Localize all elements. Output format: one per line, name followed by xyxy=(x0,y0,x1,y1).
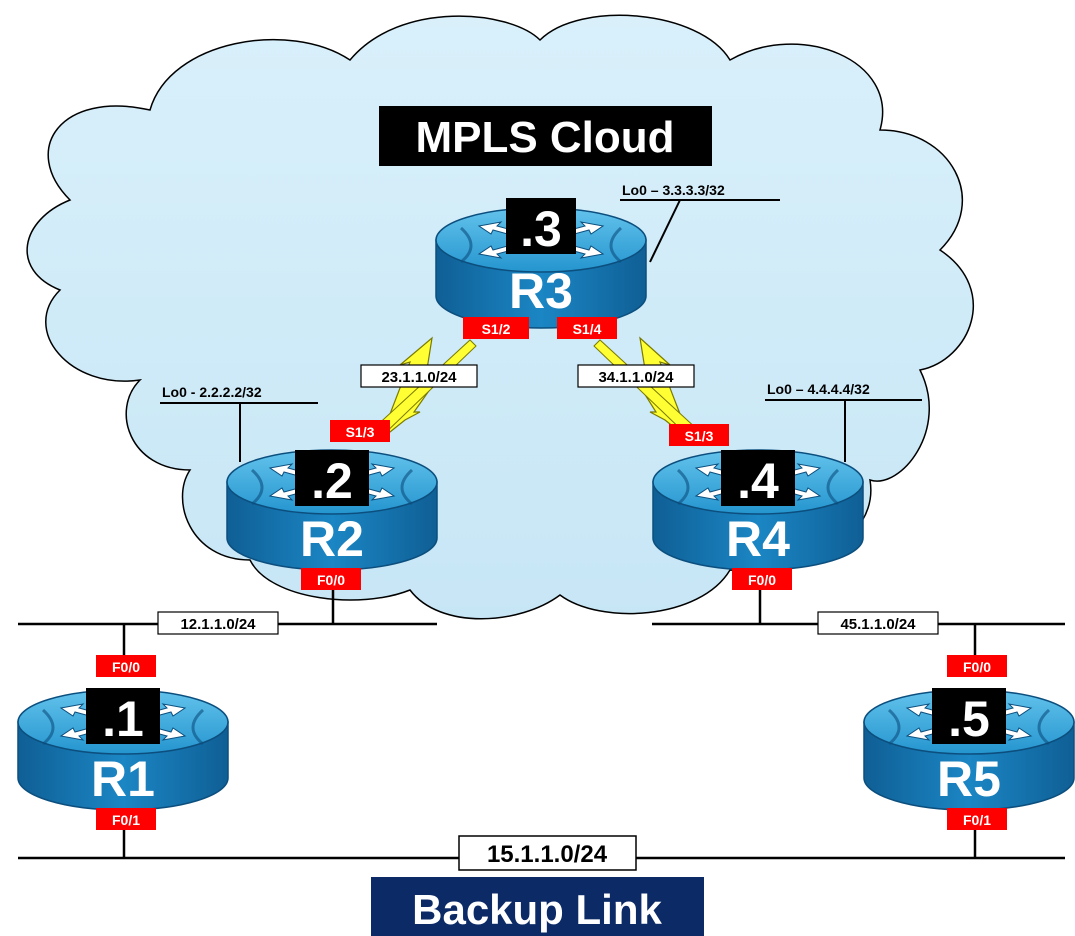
loopback-r4-label: Lo0 – 4.4.4.4/32 xyxy=(767,381,870,397)
subnet-45-label: 45.1.1.0/24 xyxy=(840,616,916,633)
page-title: MPLS Cloud xyxy=(415,113,674,162)
port-labels xyxy=(96,317,1007,830)
router-r1-name: R1 xyxy=(91,751,155,807)
subnet-labels xyxy=(157,364,939,871)
router-r5[interactable]: .5 R5 xyxy=(862,688,1075,812)
router-r5-id: .5 xyxy=(948,691,990,747)
router-r3-name: R3 xyxy=(509,263,573,319)
router-r3[interactable]: .3 R3 xyxy=(434,198,648,330)
router-r4-name: R4 xyxy=(726,511,790,567)
router-r3-id: .3 xyxy=(520,201,562,257)
port-r5-f01: F0/1 xyxy=(963,812,991,828)
title-box xyxy=(379,106,712,166)
port-r3-s14: S1/4 xyxy=(573,321,602,337)
port-r2-f00: F0/0 xyxy=(317,572,345,588)
port-r3-s12: S1/2 xyxy=(482,321,511,337)
backup-link-box xyxy=(371,877,704,936)
loopback-r3-label: Lo0 – 3.3.3.3/32 xyxy=(622,182,725,198)
port-r4-f00: F0/0 xyxy=(748,572,776,588)
router-r2-name: R2 xyxy=(300,511,364,567)
loopback-r2-label: Lo0 - 2.2.2.2/32 xyxy=(162,384,262,400)
router-r4[interactable]: .4 R4 xyxy=(651,448,865,572)
router-r4-id: .4 xyxy=(737,453,779,509)
subnet-15-label: 15.1.1.0/24 xyxy=(487,841,608,868)
router-r1-id: .1 xyxy=(102,691,144,747)
port-r5-f00: F0/0 xyxy=(963,659,991,675)
port-r1-f01: F0/1 xyxy=(112,812,140,828)
router-r5-name: R5 xyxy=(937,751,1001,807)
backup-link-label: Backup Link xyxy=(412,886,662,933)
port-r2-s13: S1/3 xyxy=(346,424,375,440)
subnet-12-label: 12.1.1.0/24 xyxy=(180,616,256,633)
router-r1[interactable]: .1 R1 xyxy=(16,688,230,812)
port-r1-f00: F0/0 xyxy=(112,659,140,675)
subnet-23-label: 23.1.1.0/24 xyxy=(381,369,457,386)
port-r4-s13: S1/3 xyxy=(685,428,714,444)
subnet-34-label: 34.1.1.0/24 xyxy=(598,369,674,386)
loopback-callouts xyxy=(160,199,922,462)
router-r2-id: .2 xyxy=(311,453,353,509)
router-r2[interactable]: .2 R2 xyxy=(225,448,439,572)
